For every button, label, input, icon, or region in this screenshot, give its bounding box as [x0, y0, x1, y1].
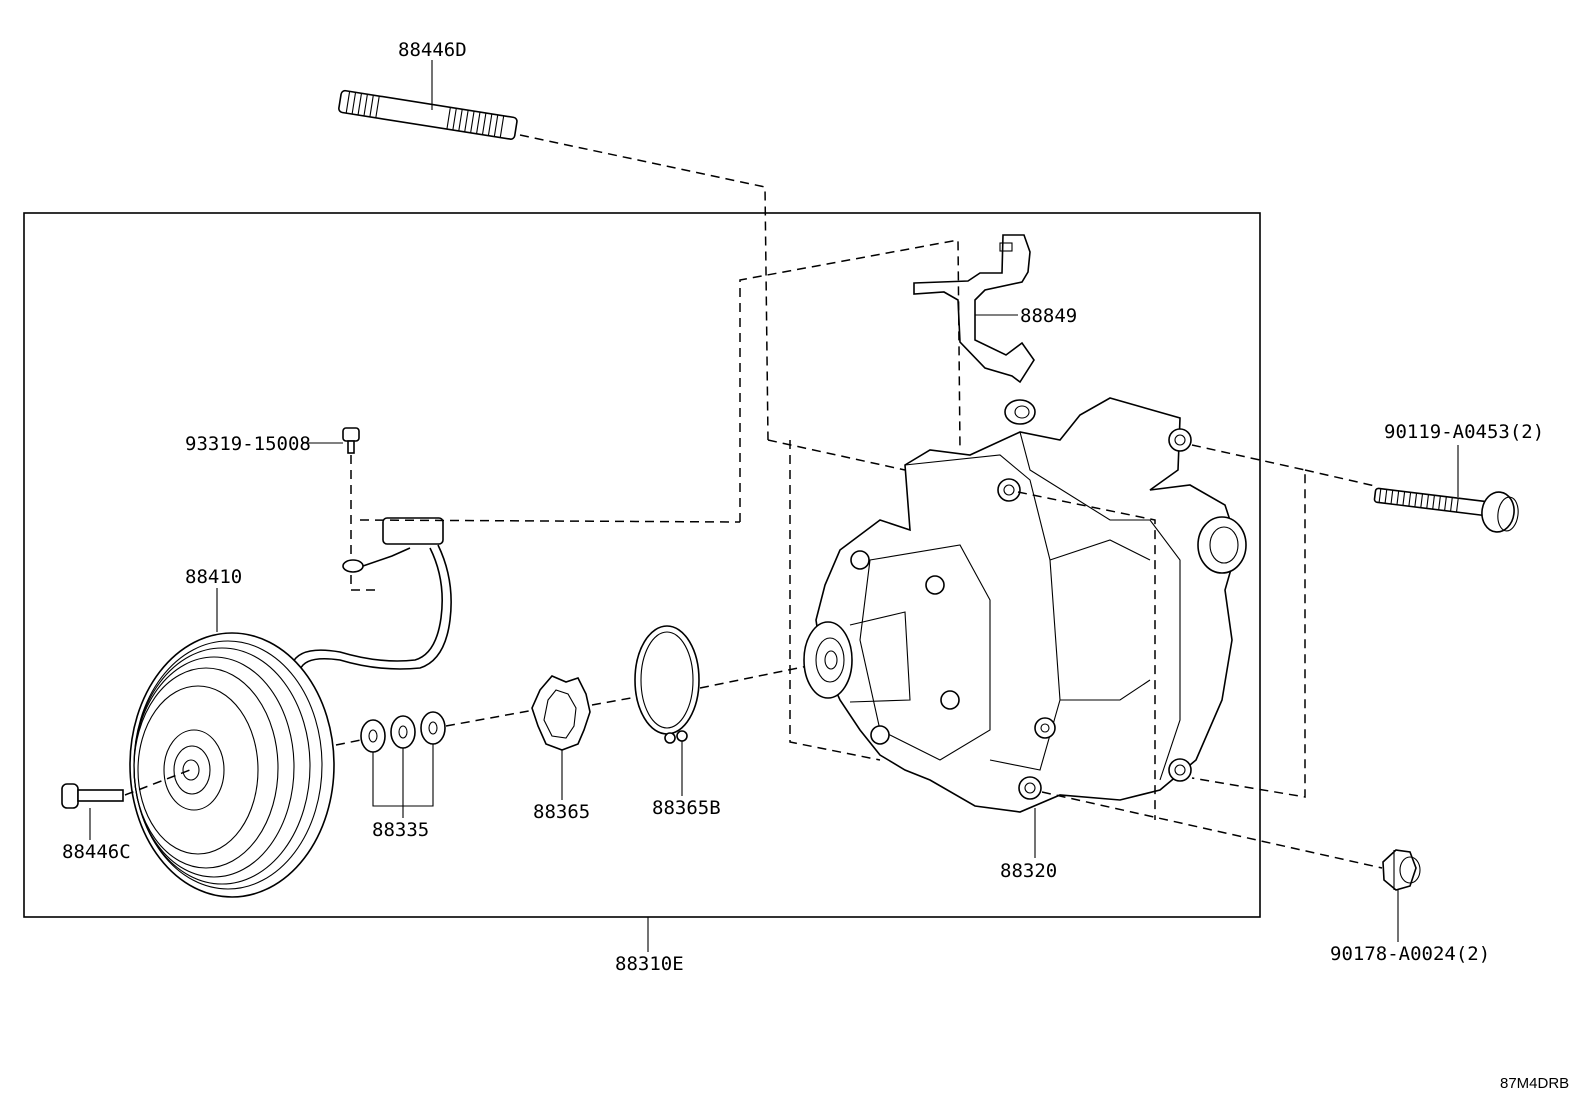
nut-90178-a0024[interactable]: [1382, 849, 1421, 891]
dash-bolt-right-box: [1191, 444, 1306, 798]
dash-screw-path: [350, 455, 378, 591]
dash-bolt-left: [124, 769, 191, 796]
label-88849: 88849: [1020, 305, 1077, 327]
dash-shims-b: [445, 709, 535, 727]
assembly-boundary: [23, 212, 1261, 918]
label-88446c: 88446C: [62, 841, 131, 863]
reference-code: 87M4DRB: [1500, 1075, 1569, 1092]
dash-comp-inner: [1017, 491, 1156, 820]
compressor-88320[interactable]: [803, 397, 1247, 813]
label-90119-a0453: 90119-A0453(2): [1384, 421, 1544, 443]
dash-wire-link: [359, 519, 741, 523]
bolt-88446c[interactable]: [61, 783, 124, 809]
snap-ring-88365b[interactable]: [634, 625, 700, 744]
label-88410: 88410: [185, 566, 242, 588]
dash-bracket-path: [739, 239, 961, 522]
label-93319-15008: 93319-15008: [185, 433, 311, 455]
stud-88446d[interactable]: [338, 89, 518, 140]
screw-93319-15008[interactable]: [342, 427, 360, 454]
label-88365: 88365: [533, 801, 590, 823]
dash-hub: [591, 695, 643, 706]
hub-plate-88365[interactable]: [531, 675, 591, 751]
label-90178-a0024: 90178-A0024(2): [1330, 943, 1490, 965]
bracket-88849[interactable]: [913, 234, 1035, 384]
dash-ring: [699, 665, 809, 689]
label-88320: 88320: [1000, 860, 1057, 882]
label-88335: 88335: [372, 819, 429, 841]
shims-88335[interactable]: [360, 711, 446, 753]
label-88310e: 88310E: [615, 953, 684, 975]
leader-88335: [372, 744, 434, 818]
dash-nut: [1041, 791, 1383, 869]
dash-stud-path: [519, 134, 769, 441]
dash-comp-top: [767, 439, 906, 471]
label-88446d: 88446D: [398, 39, 467, 61]
clutch-88410[interactable]: [129, 632, 335, 898]
label-88365b: 88365B: [652, 797, 721, 819]
dash-bolt-right: [1304, 469, 1376, 487]
dash-shims-a: [335, 739, 362, 746]
dash-comp-left: [789, 440, 881, 761]
wire-connector: [291, 517, 452, 671]
bolt-90119-a0453[interactable]: [1373, 487, 1520, 534]
